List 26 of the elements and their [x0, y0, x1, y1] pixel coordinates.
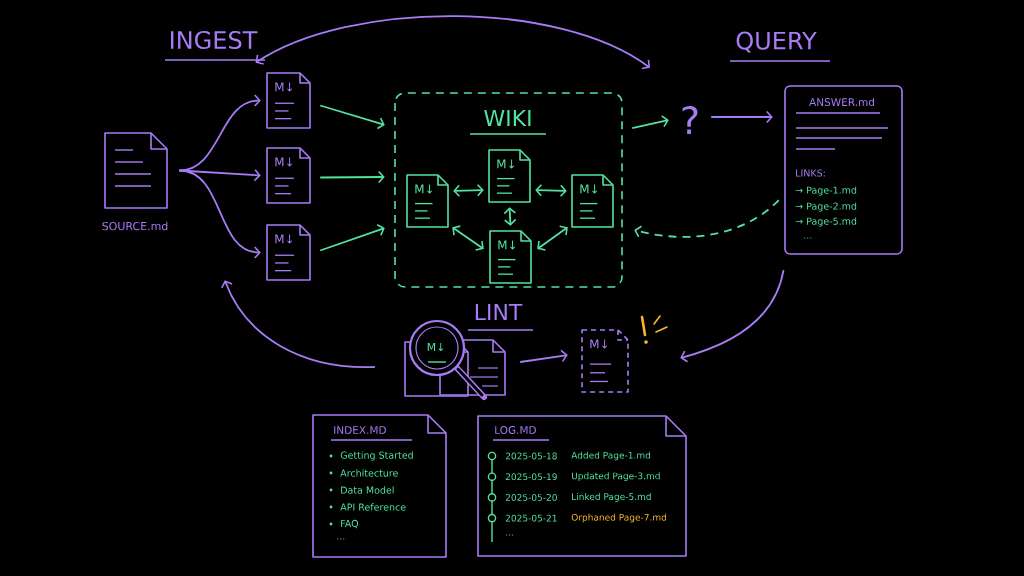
arrow [710, 110, 773, 124]
arrow [535, 183, 567, 198]
arrow [634, 199, 780, 238]
arrow [631, 115, 669, 129]
magnifier-drawing: M↓ LINT [404, 304, 534, 400]
index-document: INDEX.MD Getting Started Architecture Data Model API Reference FAQ ... [312, 414, 447, 558]
arrow [220, 280, 376, 368]
arrow [503, 207, 517, 226]
log-document: LOG.MD 2025-05-18 Added Page-1.md 2025-05-19 Updated Page-3.md 2025-05-20 Linked Page-5.md 2025-05-21 Orphaned Page-7.md ... [477, 415, 687, 557]
section-heading: QUERY [729, 31, 831, 62]
arrow [178, 94, 261, 172]
arrow [255, 15, 650, 70]
arrow [319, 224, 385, 252]
question-mark: ? [682, 105, 698, 135]
answer-document: ANSWER.md LINKS: → Page-1.md → Page-2.md → Page-5.md ... [784, 85, 903, 255]
arrow [453, 183, 484, 198]
section-heading: INGEST [164, 30, 266, 61]
arrow [680, 269, 785, 363]
node-label: LINT [475, 303, 523, 321]
arrow [319, 104, 385, 130]
arrow [537, 225, 568, 251]
node-label: M↓ [427, 342, 444, 352]
arrow [519, 349, 568, 363]
arrow [319, 170, 385, 184]
arrow [178, 169, 261, 259]
arrow [452, 225, 484, 251]
